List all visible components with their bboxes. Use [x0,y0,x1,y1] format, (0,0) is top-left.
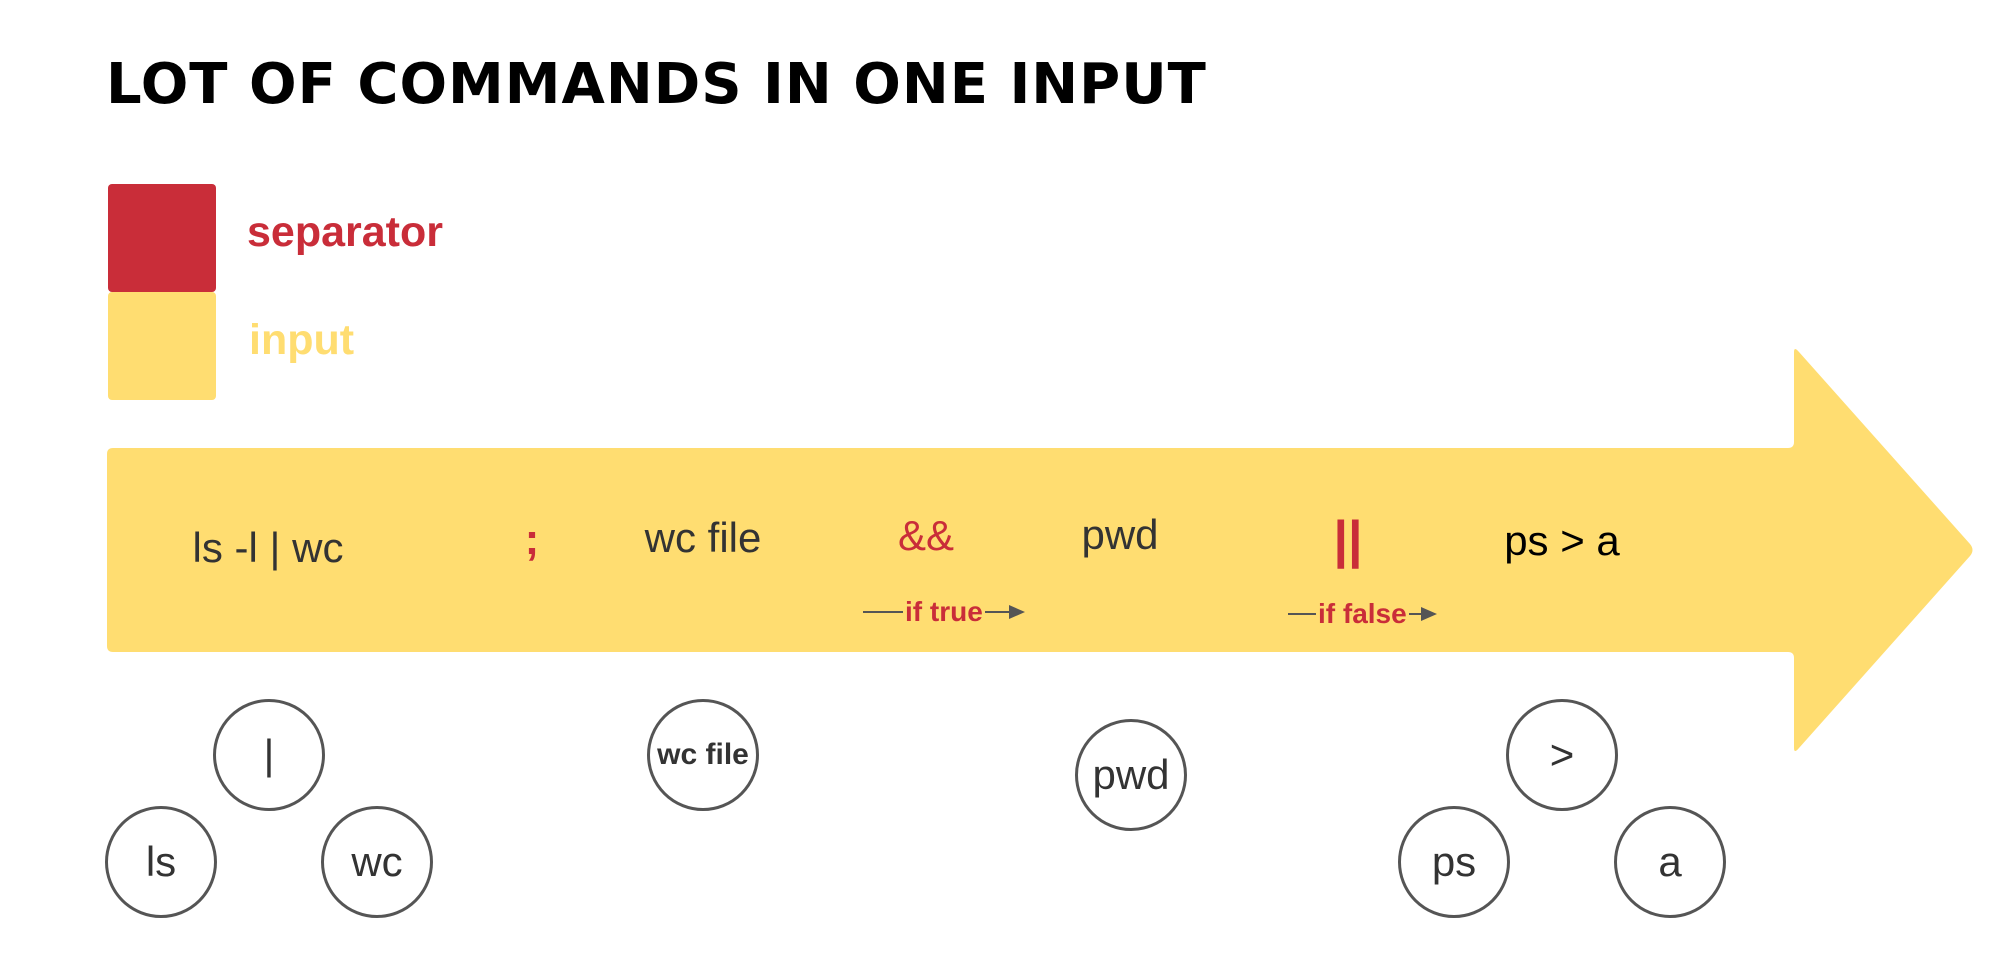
input-swatch [108,292,216,400]
pipe-root-node: | [213,699,325,811]
separator-or: || [1333,511,1363,569]
pipe-left-node: ls [105,806,217,918]
if-false-arrow: if false [1288,598,1437,630]
command-wc-file: wc file [644,514,762,561]
input-legend-label: input [249,316,355,364]
redirect-right-node: a [1614,806,1726,918]
pwd-node: pwd [1075,719,1187,831]
if-false-label: if false [1318,598,1407,629]
command-pwd: pwd [1081,511,1159,558]
separator-swatch [108,184,216,292]
separator-and: && [897,512,955,559]
separator-legend-label: separator [247,208,443,256]
command-pipe: ls -l | wc [192,524,344,571]
if-true-label: if true [905,596,983,627]
separator-semicolon: ; [524,515,540,564]
if-true-line-end [984,611,1009,613]
redirect-left-node: ps [1398,806,1510,918]
if-true-line [863,611,903,613]
if-true-arrow: if true [863,596,1025,628]
diagram-title: LOT OF COMMANDS IN ONE INPUT [106,52,1207,117]
if-false-line [1288,613,1316,615]
input-arrow-shape [107,349,1973,751]
if-false-line-end [1408,613,1421,615]
wc-file-node: wc file [647,699,759,811]
if-true-arrowhead [1008,605,1025,619]
redirect-root-node: > [1506,699,1618,811]
pipe-right-node: wc [321,806,433,918]
if-false-arrowhead [1420,607,1437,621]
command-redirect: ps > a [1504,517,1620,564]
